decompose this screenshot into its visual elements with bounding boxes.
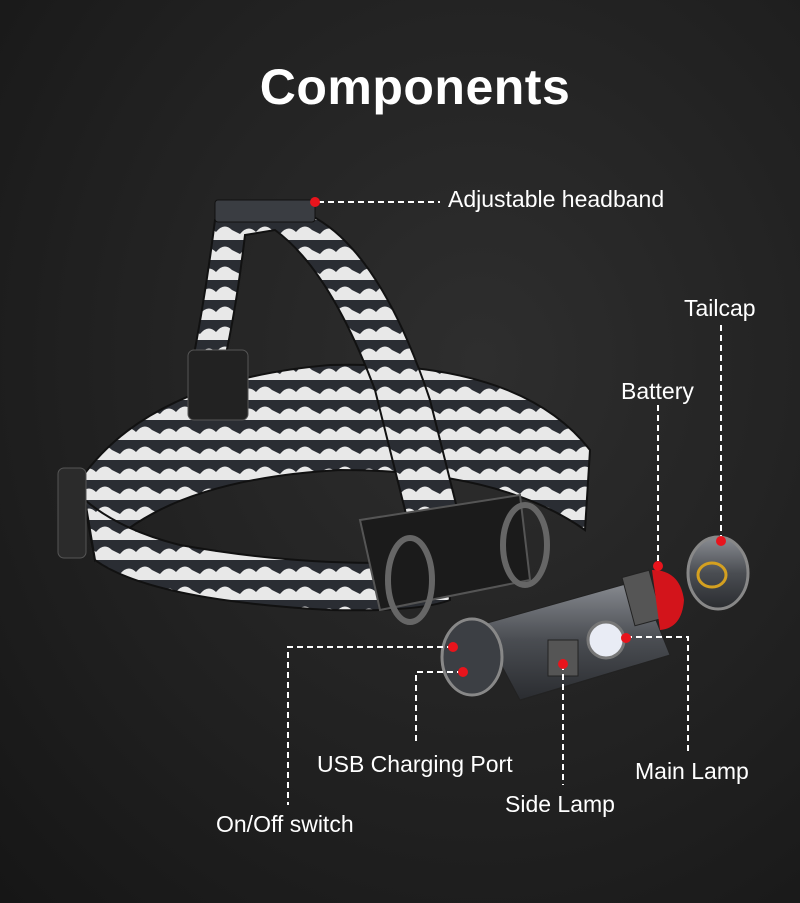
label-side-lamp: Side Lamp bbox=[505, 791, 615, 817]
headlamp-body bbox=[440, 569, 684, 701]
callout-dot-battery bbox=[653, 561, 663, 571]
tailcap bbox=[686, 535, 750, 611]
page-title: Components bbox=[259, 59, 571, 115]
leader-lines bbox=[287, 201, 722, 805]
label-headband: Adjustable headband bbox=[448, 186, 665, 212]
callout-dot-switch bbox=[448, 642, 458, 652]
headband bbox=[57, 199, 592, 625]
label-main-lamp: Main Lamp bbox=[635, 758, 749, 784]
label-battery: Battery bbox=[621, 378, 694, 404]
callout-dots bbox=[310, 197, 726, 677]
label-tailcap: Tailcap bbox=[684, 295, 756, 321]
label-usb-port: USB Charging Port bbox=[317, 751, 513, 777]
callout-dot-usb-port bbox=[458, 667, 468, 677]
callout-dot-side-lamp bbox=[558, 659, 568, 669]
callout-dot-headband bbox=[310, 197, 320, 207]
callout-dot-tailcap bbox=[716, 536, 726, 546]
label-switch: On/Off switch bbox=[216, 811, 354, 837]
callout-dot-main-lamp bbox=[621, 633, 631, 643]
